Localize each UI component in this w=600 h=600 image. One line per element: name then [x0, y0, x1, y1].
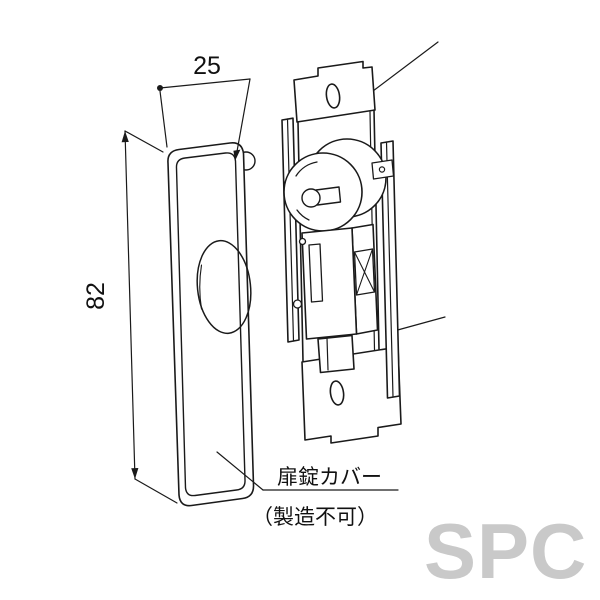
- side-plate-left-innerline: [286, 118, 295, 342]
- leader-lines: [364, 41, 446, 332]
- dimension-height: 82: [82, 130, 178, 504]
- note-label: （製造不可）: [252, 506, 378, 529]
- top-screw-slot: [325, 83, 341, 109]
- cylinder-inner-arc-bottom: [296, 209, 310, 221]
- dim-height-arrow-bottom: [131, 468, 139, 479]
- housing-slot: [308, 243, 324, 303]
- side-plate-left: [281, 117, 300, 343]
- cover-plate: [167, 142, 256, 507]
- dim-width-label: 25: [193, 52, 221, 80]
- leader-line-top-right: [364, 41, 439, 98]
- bolt-block: [317, 334, 355, 374]
- keyhole: [301, 188, 321, 208]
- housing-screw-top: [298, 237, 307, 246]
- dim-height-line: [124, 130, 136, 480]
- side-plate-right-innerline: [385, 141, 394, 398]
- oval-hole-depth-line: [199, 264, 203, 310]
- bottom-screw-slot: [329, 380, 345, 406]
- leader-line-right: [393, 316, 446, 332]
- dim-width-leader: [235, 78, 251, 158]
- dim-width-extension: [159, 90, 168, 148]
- clip-screw: [378, 166, 386, 173]
- bolt-innerline: [326, 337, 329, 371]
- hatch-diagonal-2: [355, 248, 374, 296]
- dim-height-label: 82: [82, 282, 110, 310]
- lock-cylinder: [283, 138, 395, 232]
- cover-plate-inner-outline: [175, 152, 246, 497]
- dimension-width: 25: [157, 52, 251, 161]
- cover-plate-oval-hole: [196, 239, 252, 335]
- part-label: 扉錠カバー: [277, 466, 382, 489]
- housing-front-face: [301, 227, 358, 340]
- callout-leader-diagonal: [216, 451, 264, 491]
- dim-height-extension-bottom: [134, 478, 178, 504]
- side-plate-right: [380, 140, 401, 399]
- dim-width-line: [159, 78, 251, 89]
- lock-housing: [292, 223, 379, 374]
- callout: 扉錠カバー （製造不可）: [216, 451, 399, 529]
- housing-screw-bottom: [292, 299, 303, 309]
- dim-height-extension-top: [124, 130, 164, 153]
- dim-height-arrow-top: [121, 131, 129, 143]
- dim-width-arrowhead: [233, 149, 241, 161]
- watermark: SPC: [424, 507, 587, 595]
- cylinder-inner-arc-top: [295, 161, 318, 177]
